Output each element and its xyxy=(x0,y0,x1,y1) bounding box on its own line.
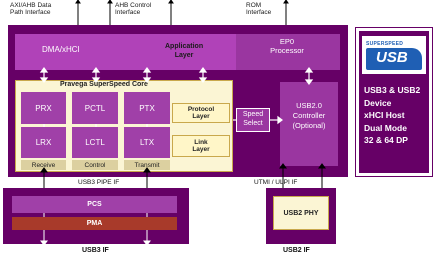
usb3-if-label: USB3 IF xyxy=(82,247,109,254)
logo-wave xyxy=(366,48,422,70)
lrx-block: LRX xyxy=(21,127,66,158)
prx-block: PRX xyxy=(21,92,66,124)
feature-item: USB3 & USB2 xyxy=(364,85,421,95)
utmi-ulpi-if-label: UTMI / ULPI IF xyxy=(254,179,298,186)
speed-select-label: Speed Select xyxy=(242,111,264,127)
core-title: Pravega SuperSpeed Core xyxy=(60,81,148,88)
application-layer-label: Application Layer xyxy=(165,43,204,59)
speed-select-box xyxy=(236,108,270,132)
lctl-block: LCTL xyxy=(72,127,118,158)
transmit-label: Transmit xyxy=(124,160,170,170)
pma-block: PMA xyxy=(12,217,177,230)
axi-ahb-interface-label: AXI/AHB Data Path Interface xyxy=(10,2,52,16)
control-label: Control xyxy=(72,160,118,170)
usb2-controller-box xyxy=(280,82,338,166)
feature-item: xHCI Host xyxy=(364,110,405,120)
feature-item: 32 & 64 DP xyxy=(364,135,408,145)
usb2-phy-block: USB2 PHY xyxy=(273,196,329,230)
logo-usb-text: USB xyxy=(376,49,408,66)
feature-item: Device xyxy=(364,97,392,108)
usb2-if-label: USB2 IF xyxy=(283,247,310,254)
usb2-controller-label: USB2.0 Controller (Optional) xyxy=(292,101,326,130)
ep0-processor-box xyxy=(236,34,340,70)
dma-xhci-label: DMA/xHCI xyxy=(42,45,80,54)
ltx-block: LTX xyxy=(124,127,170,158)
feature-list: USB3 & USB2 Device xHCI Host Dual Mode 3… xyxy=(364,84,420,147)
ptx-block: PTX xyxy=(124,92,170,124)
protocol-layer-label: Protocol Layer xyxy=(172,103,230,123)
usb3-pipe-if-label: USB3 PIPE IF xyxy=(78,179,120,186)
ep0-processor-label: EP0 Processor xyxy=(270,37,304,55)
usb-logo: SUPERSPEED USB xyxy=(362,36,426,74)
rom-interface-label: ROM Interface xyxy=(246,2,272,16)
feature-item: Dual Mode xyxy=(364,122,407,133)
receive-label: Receive xyxy=(21,160,66,170)
pctl-block: PCTL xyxy=(72,92,118,124)
link-layer-label: Link Layer xyxy=(172,135,230,157)
logo-superspeed-text: SUPERSPEED xyxy=(366,41,404,47)
pcs-block: PCS xyxy=(12,196,177,213)
ahb-control-interface-label: AHB Control Interface xyxy=(115,2,152,16)
